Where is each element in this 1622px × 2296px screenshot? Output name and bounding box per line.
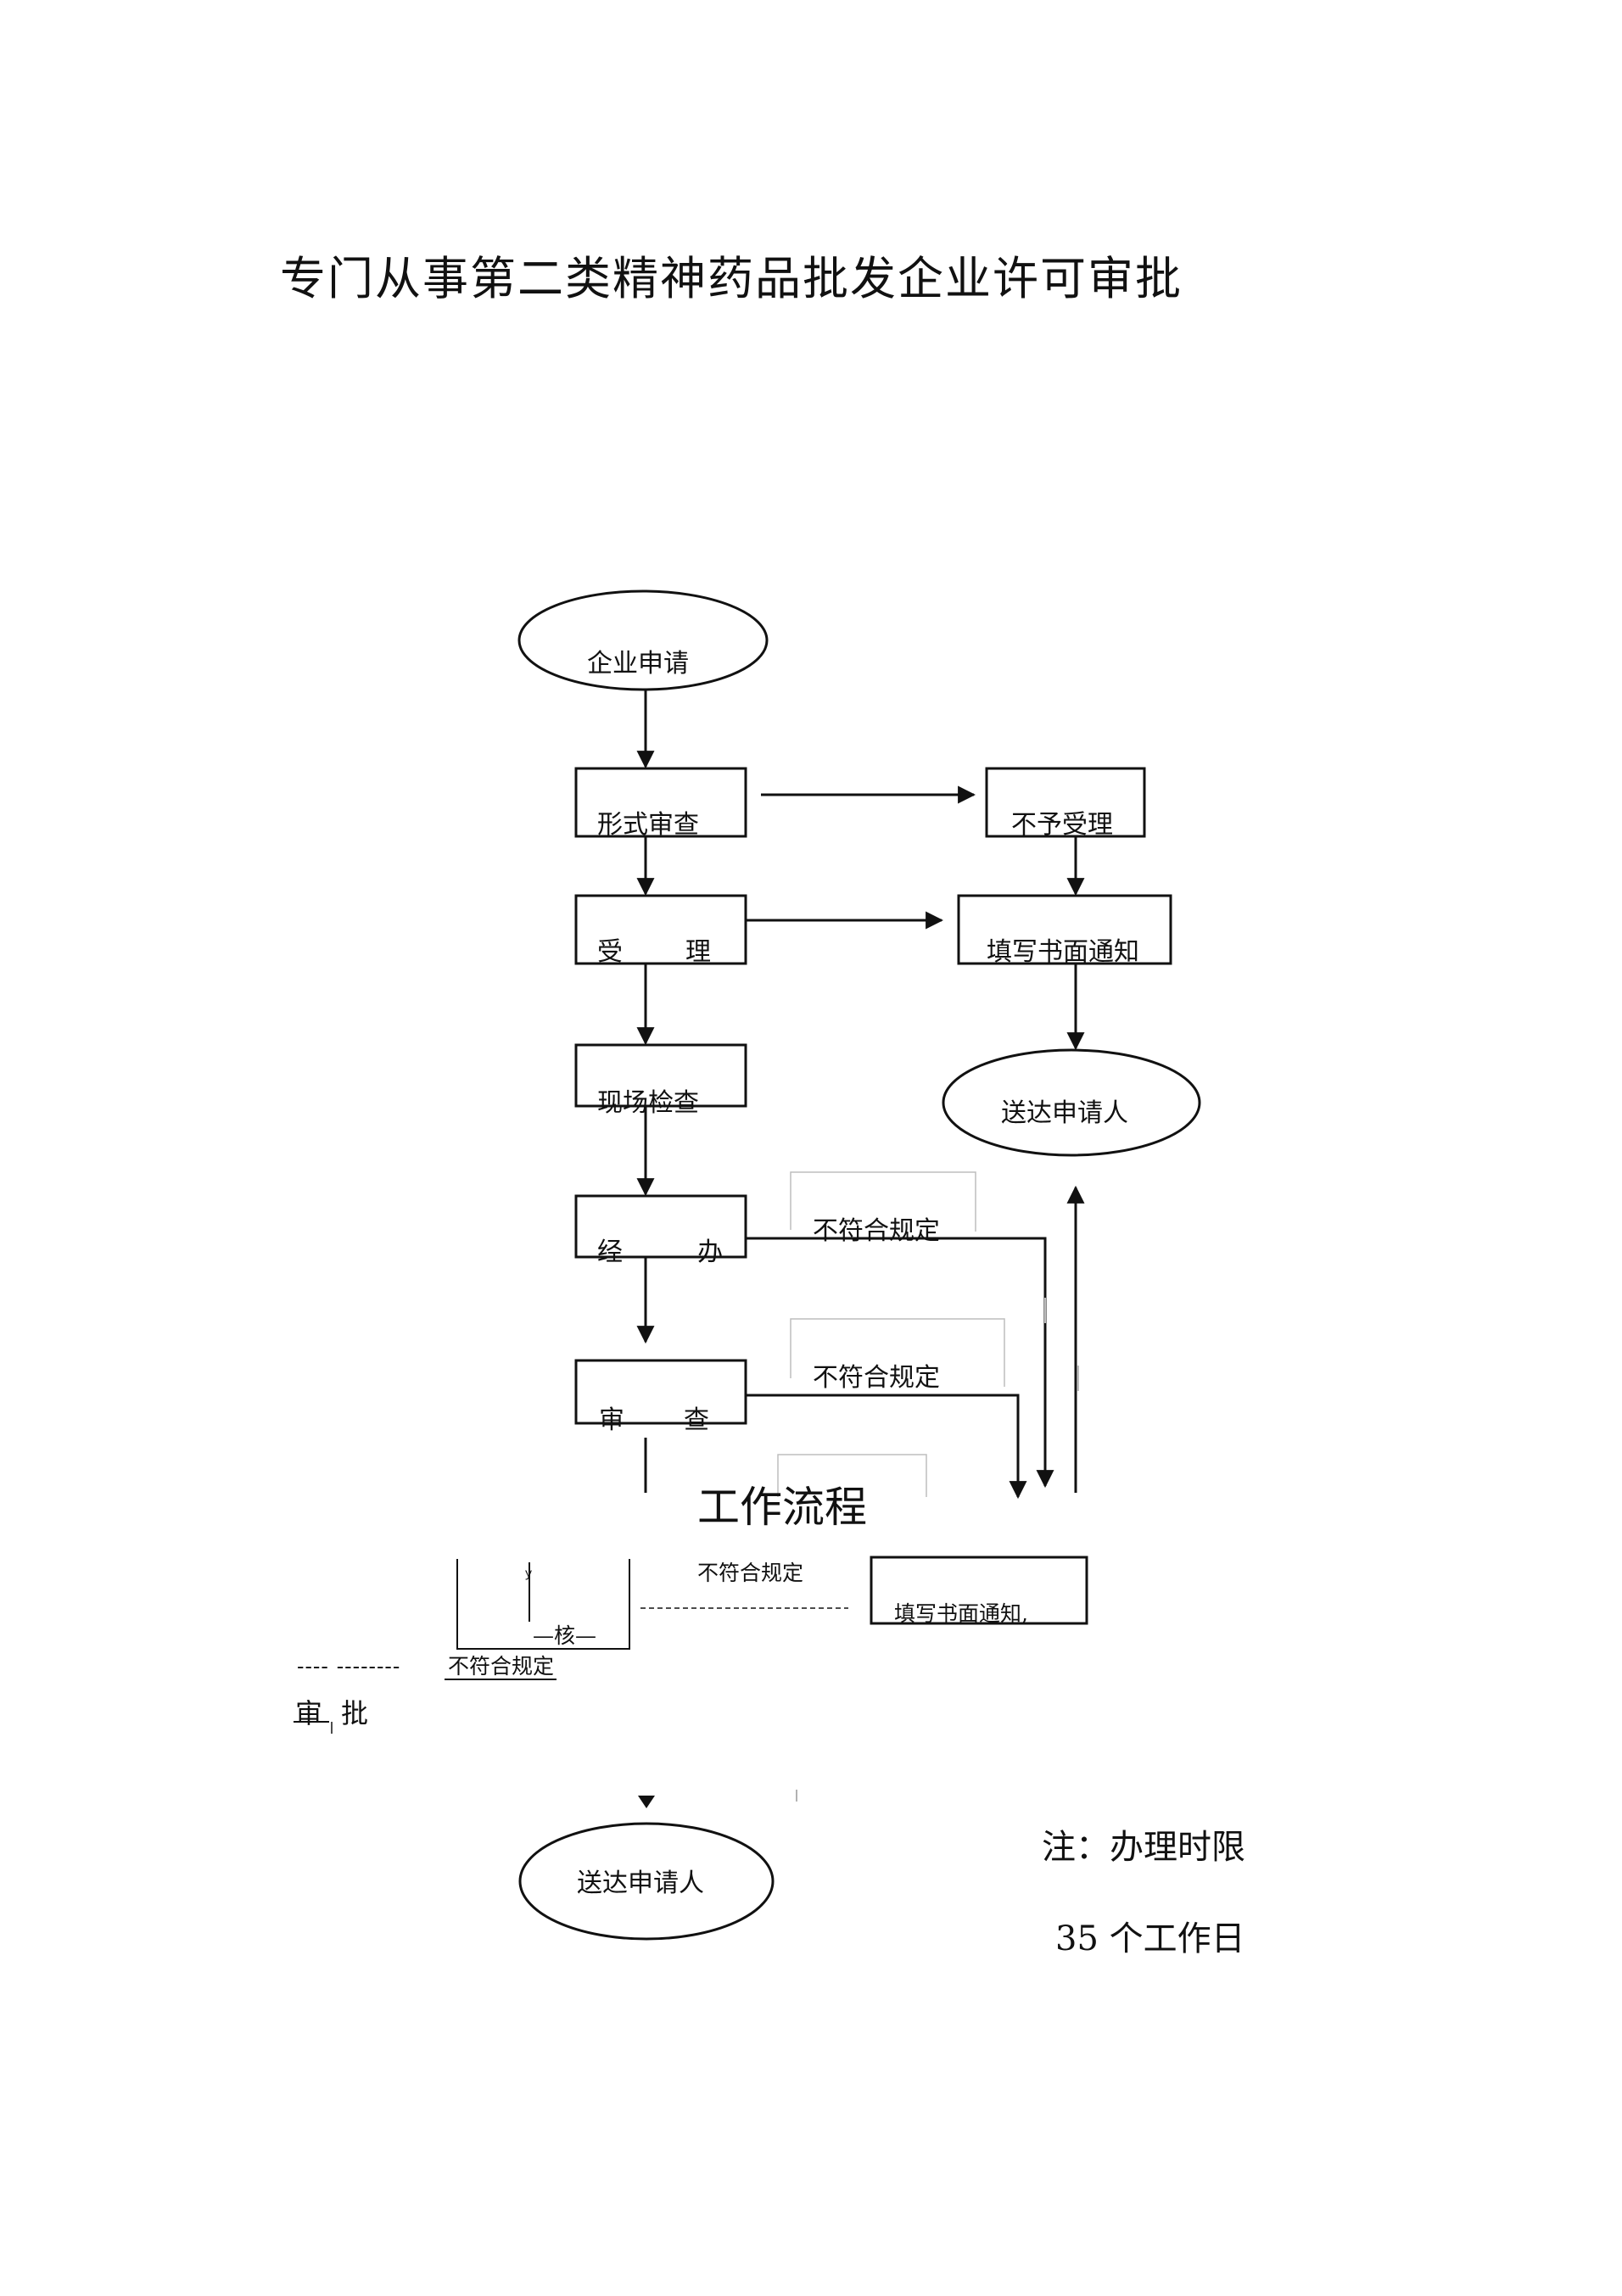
accept-box [574,894,747,965]
deliver-node-2 [518,1822,775,1941]
review-box [574,1359,747,1425]
site-inspection-label: 现场检查 [597,1088,699,1118]
diagram-subtitle: 工作流程 [697,1483,867,1532]
deliver-label-2: 送达申请人 [577,1869,704,1898]
note-line-2: 35 个工作日 [1055,1919,1245,1958]
verify-mark: ｙ [523,1567,534,1580]
noncompliant-label-2: 不符合规定 [813,1363,940,1393]
deliver-label-1: 送达申请人 [1001,1098,1128,1128]
formal-review-box [574,767,747,838]
page-title: 专门从事第二类精神药品批发企业许可审批 [280,252,1183,305]
noncompliant-label-4: 不符合规定 [448,1654,555,1679]
accept-label-left: 受 [597,937,623,967]
note-line-1: 注：办理时限 [1042,1828,1245,1867]
noncompliant-label-3: 不符合规定 [697,1561,804,1585]
approve-label-left: 审 [295,1697,323,1729]
review-label-left: 审 [599,1405,624,1435]
written-notice-box-2 [870,1556,1088,1625]
accept-label-right: 理 [685,937,711,967]
written-notice-label: 填写书面通知 [987,937,1139,967]
review-label-right: 查 [684,1405,709,1435]
formal-review-label: 形式审查 [597,810,699,840]
dashes-left: ---- -------- [297,1654,401,1679]
start-node-label: 企业申请 [587,649,689,679]
handle-box [574,1194,747,1259]
written-notice-label-2: 填写书面通知, [894,1601,1028,1626]
site-inspection-box [574,1043,747,1108]
noncompliant-label-1: 不符合规定 [813,1216,940,1246]
verify-label: —核— [533,1623,597,1648]
handle-label-right: 办 [697,1237,723,1267]
reject-box [985,767,1146,838]
start-node [517,589,769,691]
handle-label-left: 经 [597,1237,623,1267]
reject-label: 不予受理 [1011,810,1113,840]
written-notice-box [957,894,1172,965]
approve-label-right: 批 [341,1697,369,1729]
